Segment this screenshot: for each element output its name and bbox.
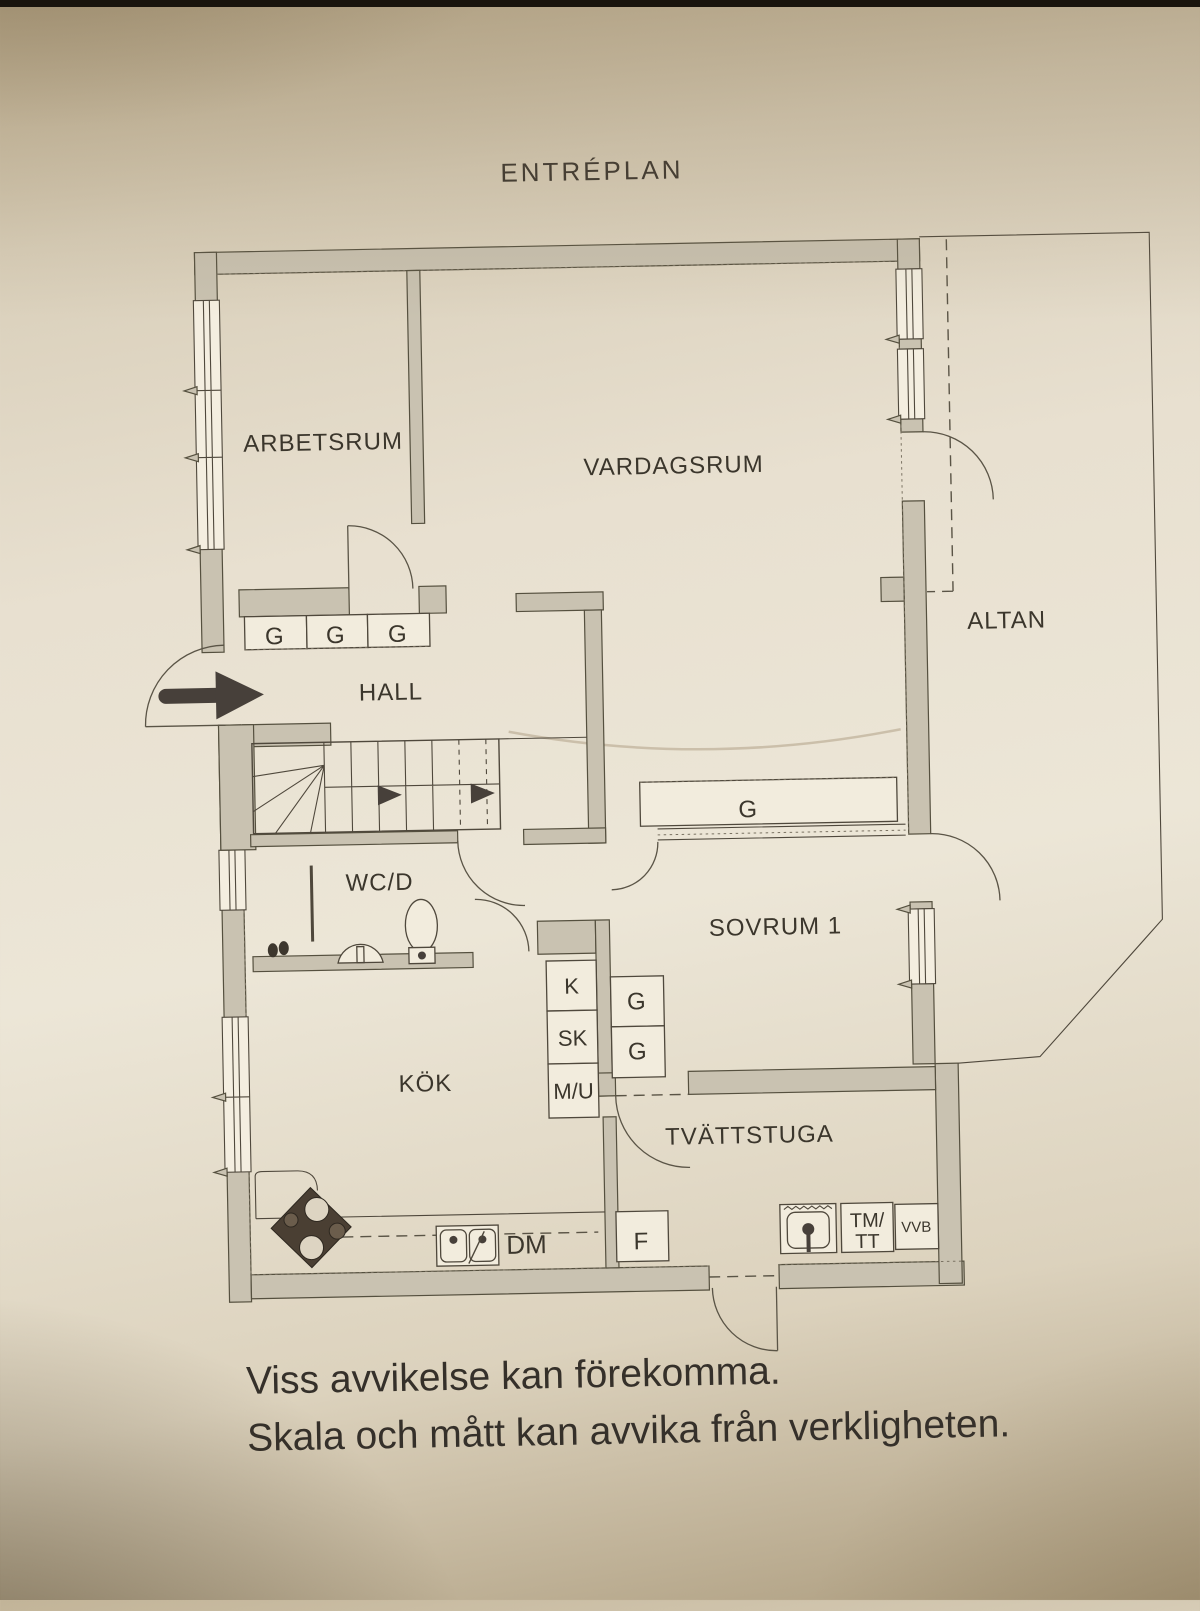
altan-boundary bbox=[919, 232, 1165, 1063]
shower-screen bbox=[311, 866, 312, 942]
room-label-altan: ALTAN bbox=[967, 606, 1046, 635]
window-sovrum bbox=[897, 905, 936, 989]
closet-label-g3: G bbox=[388, 621, 408, 648]
door-sovrum-altan bbox=[931, 832, 1000, 901]
wardrobe-label-g: G bbox=[738, 796, 758, 823]
window-vardagsrum-1 bbox=[885, 269, 923, 344]
cabinet-label-sk: SK bbox=[558, 1025, 588, 1051]
room-label-hall: HALL bbox=[359, 678, 424, 706]
page-title: ENTRÉPLAN bbox=[292, 150, 892, 193]
cabinet-label-k: K bbox=[564, 973, 579, 998]
toilet-icon bbox=[405, 899, 438, 964]
kitchen-fixtures bbox=[255, 1165, 606, 1270]
window-kok bbox=[211, 1017, 251, 1177]
appliance-label-tm: TM/ bbox=[850, 1210, 885, 1233]
stair-direction-arrow-1 bbox=[378, 785, 402, 805]
door-exterior-tvattstuga bbox=[709, 1276, 780, 1352]
appliance-label-dm: DM bbox=[506, 1229, 547, 1260]
appliance-label-vvb: VVB bbox=[901, 1219, 931, 1237]
photo-edge-shadow bbox=[0, 0, 1200, 7]
kitchen-sink-icon bbox=[436, 1225, 499, 1266]
pencil-mark bbox=[509, 724, 901, 753]
window-vardagsrum-2 bbox=[886, 349, 924, 424]
staircase bbox=[252, 737, 589, 833]
room-label-sovrum1: SOVRUM 1 bbox=[709, 912, 843, 942]
room-label-kok: KÖK bbox=[398, 1070, 452, 1098]
door-vardagsrum-altan bbox=[923, 430, 993, 500]
cabinet-label-mu: M/U bbox=[553, 1078, 594, 1104]
wc-sink-icon bbox=[338, 944, 383, 963]
window-wc bbox=[219, 850, 246, 910]
laundry-fixtures bbox=[780, 1204, 837, 1254]
door-arbetsrum bbox=[348, 525, 413, 590]
door-sovrum bbox=[611, 842, 659, 890]
entry-arrow-icon bbox=[165, 670, 264, 720]
door-kok bbox=[475, 898, 529, 952]
laundry-sink-icon bbox=[780, 1204, 837, 1254]
room-label-wcd: WC/D bbox=[345, 869, 413, 897]
appliance-label-tt: TT bbox=[855, 1231, 880, 1253]
sovrum-closet-label-g2: G bbox=[628, 1038, 648, 1065]
room-label-tvattstuga: TVÄTTSTUGA bbox=[665, 1121, 834, 1151]
stove-icon bbox=[270, 1187, 352, 1269]
window-arbetsrum bbox=[182, 300, 224, 554]
closet-label-g2: G bbox=[326, 622, 346, 649]
sovrum-closet-label-g1: G bbox=[627, 988, 647, 1015]
disclaimer-text: Viss avvikelse kan förekomma. Skala och … bbox=[246, 1336, 1108, 1466]
door-wcd bbox=[458, 839, 525, 906]
closet-label-g1: G bbox=[265, 623, 285, 650]
door-tvattstuga-threshold bbox=[616, 1094, 689, 1095]
floor-plan-drawing: ARBETSRUM VARDAGSRUM ALTAN HALL WC/D SOV… bbox=[119, 219, 1186, 1379]
slippers-icon bbox=[268, 941, 289, 957]
vardagsrum-wardrobe bbox=[640, 777, 898, 826]
stair-direction-arrow-2 bbox=[471, 783, 495, 803]
exterior-walls bbox=[194, 238, 964, 1302]
entrance-door bbox=[144, 645, 226, 727]
room-label-vardagsrum: VARDAGSRUM bbox=[583, 451, 764, 481]
room-label-arbetsrum: ARBETSRUM bbox=[243, 428, 403, 458]
appliance-label-f: F bbox=[633, 1228, 649, 1255]
